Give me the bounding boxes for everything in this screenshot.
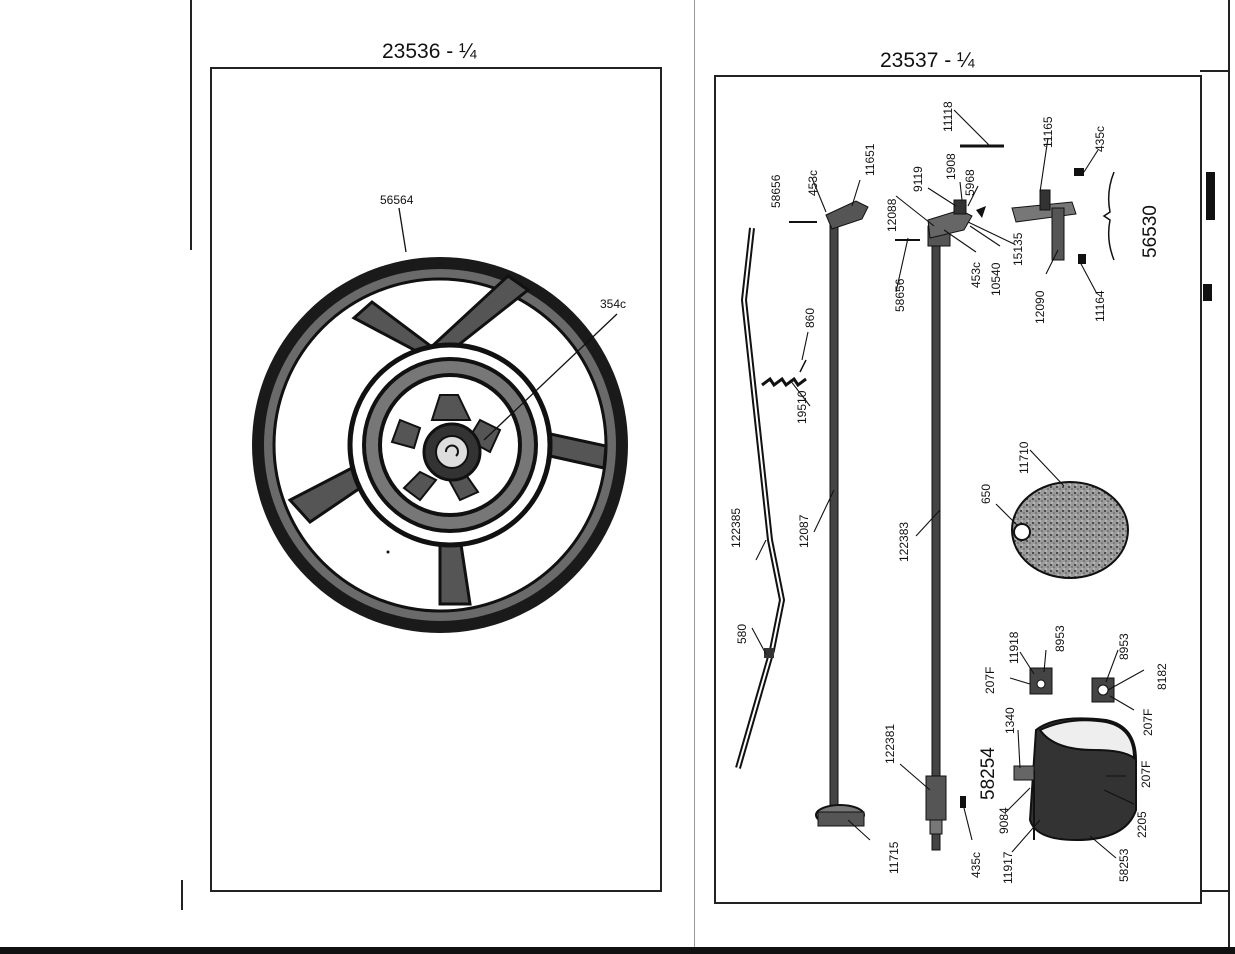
label-650: 650 bbox=[979, 484, 993, 504]
label-580: 580 bbox=[735, 624, 749, 644]
label-12087: 12087 bbox=[797, 514, 811, 548]
label-11917: 11917 bbox=[1001, 851, 1015, 884]
label-11710: 11710 bbox=[1017, 441, 1031, 474]
label-860: 860 bbox=[803, 308, 817, 328]
shaft-12087 bbox=[815, 200, 869, 827]
spring-19510 bbox=[761, 359, 807, 388]
right-edge-mark-2 bbox=[1203, 284, 1212, 301]
label-56564: 56564 bbox=[380, 193, 414, 207]
label-11118: 11118 bbox=[941, 101, 955, 132]
label-8953-b: 8953 bbox=[1117, 633, 1131, 660]
label-435c-bottom: 435c bbox=[969, 852, 983, 878]
label-9084: 9084 bbox=[997, 807, 1011, 834]
label-1340: 1340 bbox=[1003, 707, 1017, 734]
label-1908: 1908 bbox=[944, 153, 958, 180]
label-8953-a: 8953 bbox=[1053, 625, 1067, 652]
label-207f-a: 207F bbox=[983, 667, 997, 694]
label-58656-mid: 58656 bbox=[893, 278, 907, 312]
label-11715: 11715 bbox=[887, 841, 901, 874]
right-tick-bottom bbox=[1200, 890, 1230, 892]
label-453c-mid: 453c bbox=[969, 262, 983, 288]
label-11651: 11651 bbox=[863, 143, 877, 176]
oil-cup-58254 bbox=[960, 717, 1137, 842]
bottom-border-bar bbox=[0, 947, 1235, 954]
right-tick-top bbox=[1200, 70, 1230, 72]
label-11165: 11165 bbox=[1041, 116, 1055, 148]
label-15135: 15135 bbox=[1011, 232, 1025, 266]
label-207f-b: 207F bbox=[1141, 709, 1155, 736]
label-122385: 122385 bbox=[729, 508, 743, 548]
label-9119: 9119 bbox=[911, 166, 925, 192]
crank-56530 bbox=[1011, 168, 1115, 264]
label-122383: 122383 bbox=[897, 522, 911, 562]
label-8182: 8182 bbox=[1155, 663, 1169, 690]
bracket-8953 bbox=[1091, 677, 1115, 703]
label-12090: 12090 bbox=[1033, 290, 1047, 324]
plate-title-right: 23537 - ¼ bbox=[880, 49, 975, 72]
left-margin-line-lower bbox=[181, 880, 183, 910]
label-12088: 12088 bbox=[885, 198, 899, 232]
felt-pad-11710 bbox=[1011, 481, 1129, 579]
label-58253: 58253 bbox=[1117, 848, 1131, 882]
right-edge-line bbox=[1228, 0, 1230, 947]
label-58254: 58254 bbox=[978, 747, 999, 800]
plate-title-left: 23536 - ¼ bbox=[382, 40, 477, 63]
label-122381: 122381 bbox=[883, 724, 897, 764]
handwheel-56564 bbox=[252, 257, 628, 633]
label-10540: 10540 bbox=[989, 262, 1003, 296]
center-fold-line bbox=[694, 0, 695, 954]
label-435c-top: 435c bbox=[1093, 126, 1107, 152]
right-edge-mark-1 bbox=[1206, 172, 1215, 220]
label-58656-top: 58656 bbox=[769, 174, 783, 208]
label-2205: 2205 bbox=[1135, 811, 1149, 838]
label-56530: 56530 bbox=[1140, 205, 1161, 258]
label-11918: 11918 bbox=[1007, 631, 1021, 664]
left-margin-line bbox=[190, 0, 192, 250]
label-2207f: 207F bbox=[1139, 761, 1153, 788]
bent-rod-122385 bbox=[735, 227, 786, 769]
label-453c-top: 453c bbox=[806, 170, 820, 196]
right-plate-labels: 58656 453c 11651 11118 9119 1908 5968 11… bbox=[729, 101, 1169, 884]
label-5968: 5968 bbox=[963, 169, 977, 196]
bracket-11918 bbox=[1029, 667, 1053, 695]
label-19510: 19510 bbox=[795, 390, 809, 424]
label-11164: 11164 bbox=[1093, 290, 1107, 322]
shaft-122383 bbox=[925, 199, 973, 851]
label-354c: 354c bbox=[600, 297, 626, 311]
